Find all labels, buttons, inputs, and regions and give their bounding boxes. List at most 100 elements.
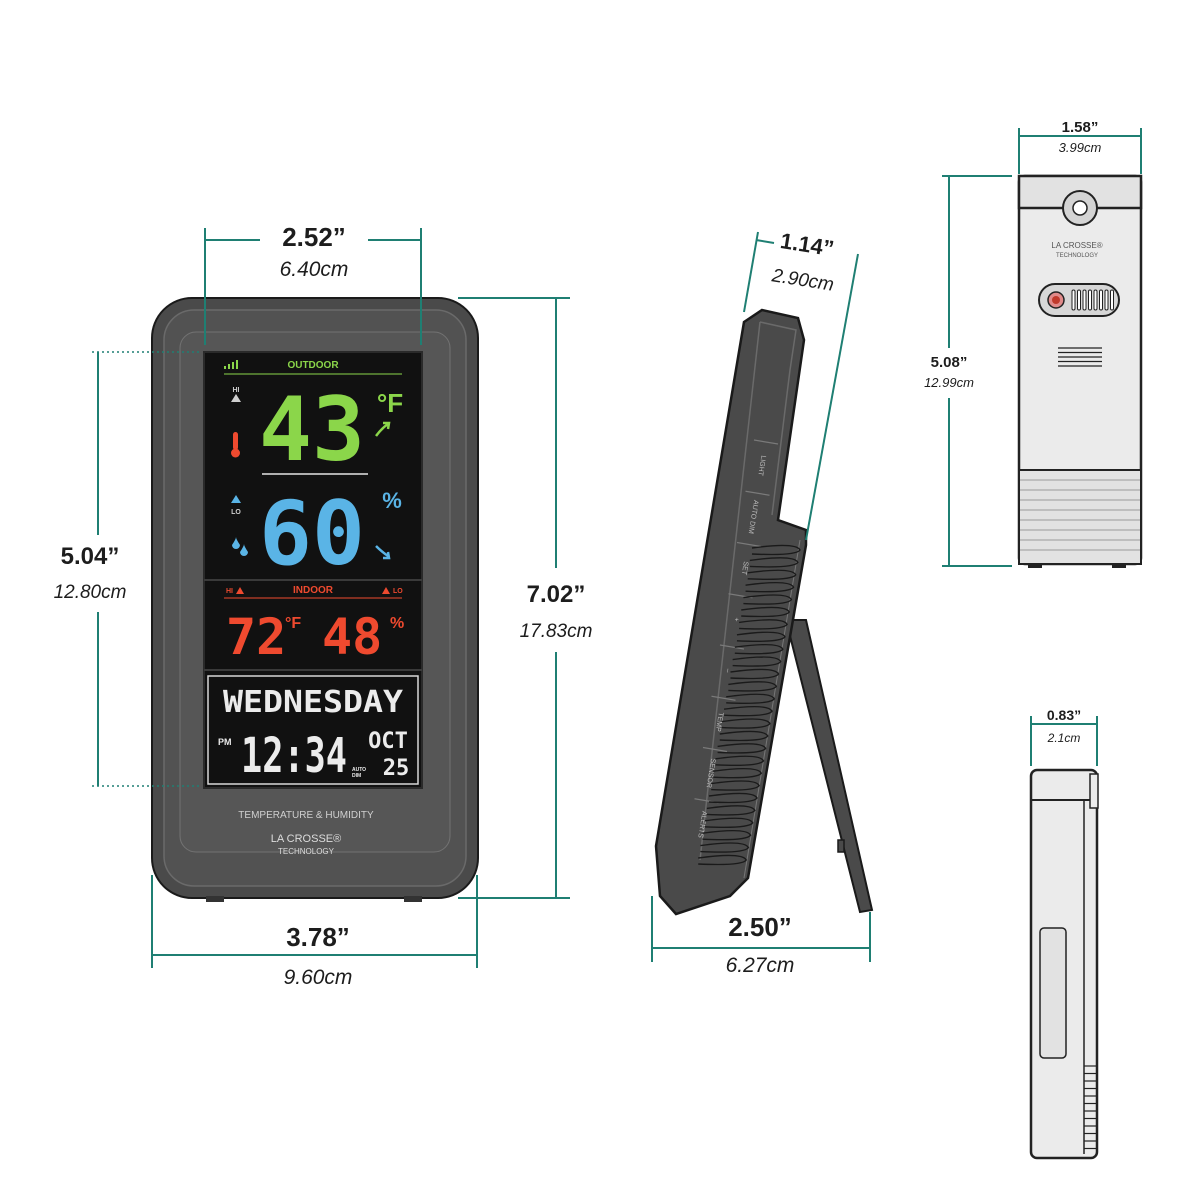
indoor-humidity-value: 48 <box>322 608 382 666</box>
side-grip-ridge <box>741 606 791 618</box>
date-month: OCT <box>368 729 408 754</box>
front-base-width-inches: 3.78” <box>286 922 350 952</box>
sensor-side-view <box>1029 768 1099 1160</box>
indoor-temp-value: 72 <box>226 608 286 666</box>
sensor-depth-inches: 0.83” <box>1047 707 1081 723</box>
outdoor-temp-value: 43 <box>259 378 365 481</box>
side-grip-ridge <box>739 619 788 630</box>
weekday-text: WEDNESDAY <box>223 685 403 720</box>
sensor-front-view: LA CROSSE® TECHNOLOGY <box>1017 174 1143 568</box>
product-caption: TEMPERATURE & HUMIDITY <box>238 810 374 821</box>
side-button-label[interactable]: – <box>724 668 732 673</box>
outdoor-label: OUTDOOR <box>287 360 339 371</box>
sensor-brand-line-1: LA CROSSE® <box>1051 241 1102 250</box>
side-button-divider <box>753 439 779 445</box>
sensor-vent-slot <box>1110 289 1114 311</box>
signal-icon <box>224 360 238 369</box>
side-grip-ridge <box>708 792 758 804</box>
side-button-divider <box>719 644 745 650</box>
foot-left <box>206 896 224 902</box>
front-screen-height-inches: 5.04” <box>61 543 120 570</box>
brand-line-2: TECHNOLOGY <box>278 847 335 856</box>
side-grip-ridge <box>721 718 771 729</box>
side-grip-ridge <box>706 805 756 816</box>
side-depth-top-cm: 2.90cm <box>769 265 835 296</box>
indoor-hi-label: HI <box>226 588 233 595</box>
sensor-height-cm: 12.99cm <box>924 375 974 390</box>
side-button-label[interactable]: + <box>732 617 740 622</box>
sensor-vent-slot <box>1099 289 1103 311</box>
side-rear-ribs <box>743 539 801 879</box>
indoor-lo-triangle-icon <box>382 587 390 594</box>
side-grip-ridge <box>713 767 763 779</box>
sensor-width-inches: 1.58” <box>1062 119 1099 136</box>
trend-up-arrow-icon <box>375 421 391 437</box>
sensor-vent-slots <box>1071 289 1114 311</box>
side-button-label[interactable]: SET <box>740 561 749 576</box>
droplet-icon <box>232 537 248 556</box>
sensor-depth-dimension: 0.83” 2.1cm <box>1030 707 1098 766</box>
side-grip-ridge <box>736 631 786 642</box>
side-grip-ridge <box>704 817 754 828</box>
trend-down-arrow-icon <box>375 545 391 560</box>
side-button-divider <box>745 490 770 496</box>
sensor-foot-right <box>1112 563 1126 568</box>
side-grip-ridge <box>749 557 799 568</box>
side-depth-base-dimension: 2.50” 6.27cm <box>651 896 871 977</box>
sensor-side-panel <box>1039 927 1067 1059</box>
front-width-cm: 6.40cm <box>280 258 349 281</box>
side-button-divider <box>711 695 736 701</box>
sensor-led-core <box>1052 296 1060 304</box>
side-button-label[interactable]: ALERTS <box>696 810 707 838</box>
sensor-battery-door <box>1018 469 1142 565</box>
side-button-divider <box>702 746 728 753</box>
foot-right <box>404 896 422 902</box>
auto-dim-label-2: DIM <box>352 773 361 779</box>
sensor-grill-lines <box>1058 347 1102 367</box>
sensor-foot-left <box>1028 563 1042 568</box>
indoor-hi-triangle-icon <box>236 587 244 594</box>
side-grip-ridge <box>732 656 782 667</box>
sensor-height-dimension: 5.08” 12.99cm <box>924 175 1012 567</box>
side-body <box>654 308 808 916</box>
front-height-cm: 17.83cm <box>520 621 593 642</box>
stand-clip <box>837 839 845 853</box>
front-view: OUTDOOR HI 43 °F LO 60 % HI INDOOR LO 72 <box>151 297 479 902</box>
side-grip-ridge <box>717 743 767 754</box>
clock-time: 12:34 <box>241 728 347 784</box>
hi-alert-triangle-icon <box>231 394 241 402</box>
side-grip-ridge <box>728 681 778 692</box>
indoor-temp-unit: °F <box>285 615 301 632</box>
front-width-inches: 2.52” <box>282 222 346 252</box>
side-grip-ridge <box>747 569 797 580</box>
front-height-dimension: 7.02” 17.83cm <box>458 297 593 899</box>
outdoor-humidity-value: 60 <box>259 482 365 585</box>
outdoor-humidity-unit: % <box>382 488 402 513</box>
side-button-label[interactable]: TEMP <box>714 712 724 733</box>
outdoor-temp-unit: °F <box>377 388 403 418</box>
sensor-vent-slot <box>1088 289 1092 311</box>
outdoor-hi-label: HI <box>233 387 240 394</box>
side-grip-ridge <box>751 544 801 556</box>
date-day: 25 <box>383 756 410 781</box>
front-base-width-cm: 9.60cm <box>284 966 353 989</box>
auto-dim-label-1: AUTO <box>352 767 366 773</box>
outdoor-lo-label: LO <box>231 509 241 516</box>
thermometer-icon <box>231 432 240 458</box>
side-button-label[interactable]: SENSOR <box>705 758 717 788</box>
brand-line-1: LA CROSSE® <box>271 833 341 845</box>
side-grip-ridge <box>734 643 784 655</box>
sensor-vent-slot <box>1093 289 1098 311</box>
sensor-vent-slot <box>1082 289 1087 311</box>
front-screen-height-dimension: 5.04” 12.80cm <box>54 351 200 787</box>
side-button-label[interactable]: LIGHT <box>756 455 766 477</box>
lo-alert-triangle-icon <box>231 495 241 503</box>
clock-panel <box>207 675 419 785</box>
side-grip-ridges <box>698 544 801 866</box>
side-button-divider <box>736 541 762 548</box>
side-view <box>654 308 874 916</box>
sensor-hang-hole-inner <box>1072 200 1088 216</box>
sensor-battery-ribs <box>1020 479 1140 551</box>
side-grip-ridge <box>743 594 793 605</box>
